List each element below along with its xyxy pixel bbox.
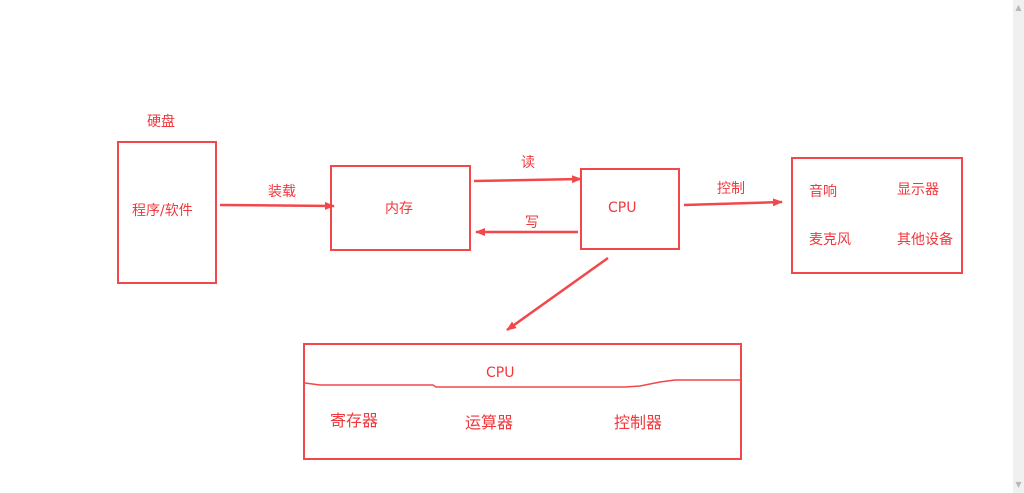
disk-title: 硬盘 — [147, 114, 175, 130]
disk-box — [117, 141, 217, 284]
cpu-detail-arrow — [506, 256, 609, 332]
memory-label: 内存 — [385, 201, 413, 217]
cpu-detail-box — [303, 343, 742, 460]
scroll-up-icon[interactable]: ▲ — [1015, 3, 1022, 12]
devices-box — [791, 157, 963, 274]
control-arrow-label: 控制 — [717, 181, 745, 197]
vertical-scrollbar[interactable]: ▲ ▼ — [1013, 0, 1024, 493]
load-arrow — [219, 201, 335, 210]
device-display: 显示器 — [897, 182, 939, 198]
cpu-detail-divider — [304, 379, 740, 388]
device-speaker: 音响 — [809, 184, 837, 200]
cpu-detail-title: CPU — [486, 365, 515, 381]
read-arrow-label: 读 — [521, 155, 535, 171]
control-arrow — [683, 198, 783, 207]
cpu-label: CPU — [608, 200, 637, 216]
cpu-box — [580, 168, 680, 250]
read-arrow — [473, 175, 582, 184]
cpu-component-register: 寄存器 — [330, 411, 379, 430]
scroll-down-icon[interactable]: ▼ — [1015, 480, 1022, 489]
cpu-component-alu: 运算器 — [465, 413, 514, 432]
device-microphone: 麦克风 — [809, 232, 851, 248]
write-arrow-label: 写 — [525, 215, 539, 231]
disk-content: 程序/软件 — [132, 203, 193, 219]
load-arrow-label: 装载 — [268, 184, 296, 200]
cpu-component-control-unit: 控制器 — [614, 413, 663, 432]
device-other: 其他设备 — [897, 232, 953, 248]
